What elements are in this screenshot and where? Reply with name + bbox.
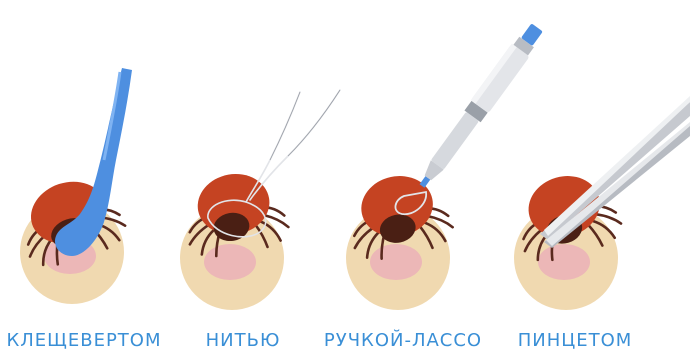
method-label-tick-twister: КЛЕЩЕВЕРТОМ	[0, 330, 168, 351]
tick-twister-tool	[55, 68, 132, 256]
method-label-tweezers: ПИНЦЕТОМ	[500, 330, 650, 351]
method-label-lasso-pen: РУЧКОЙ-ЛАССО	[318, 330, 488, 351]
tweezers-tool	[540, 96, 690, 248]
bite-spot	[370, 244, 422, 280]
bite-spot	[538, 244, 590, 280]
thread-shadow	[270, 90, 340, 160]
scene-thread	[179, 90, 340, 310]
method-label-thread: НИТЬЮ	[178, 330, 308, 351]
scene-tweezers	[508, 96, 690, 310]
scene-tick-twister	[11, 68, 132, 304]
bite-spot	[204, 244, 256, 280]
lasso-pen-tool	[413, 21, 546, 192]
